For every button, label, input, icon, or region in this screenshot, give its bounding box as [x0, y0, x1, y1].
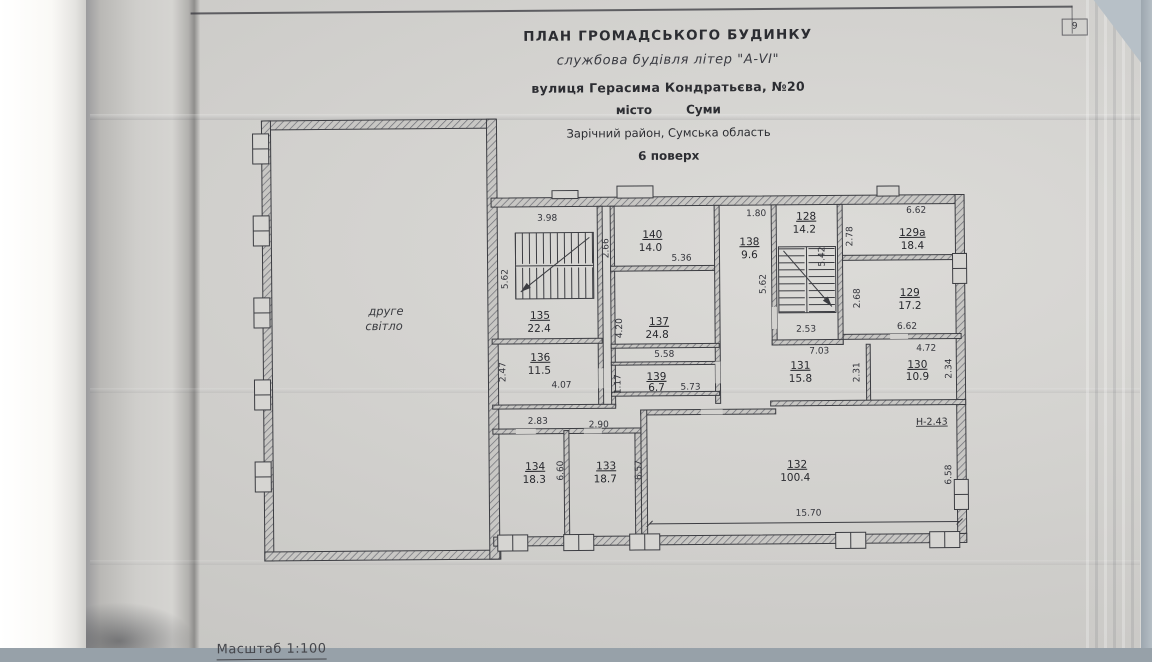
paper-fold-crease: [90, 560, 1140, 565]
room-labels: 135 22.4 140 14.0 138 9.6 128 14.2 129а …: [523, 211, 930, 486]
dimension-label: 6.62: [906, 206, 926, 216]
dimension-label: 6.57: [634, 460, 644, 480]
dimension-label: 4.72: [916, 344, 936, 354]
dimension-label: 2.90: [589, 420, 609, 430]
dimension-label: 1.80: [746, 209, 766, 219]
dimension-label: 5.36: [671, 254, 691, 264]
dimension-label: 5.42: [817, 247, 827, 267]
dimension-label: 6.62: [897, 322, 917, 332]
room-area: 100.4: [780, 472, 810, 484]
room-area: 10.9: [906, 371, 929, 383]
paper-right-creases: [1086, 0, 1144, 648]
dimension-label: 5.73: [680, 383, 700, 393]
dimension-labels: 3.98 2.66 5.36 1.80 6.62 2.78 5.62 5.62 …: [498, 206, 954, 519]
room-number: 131: [790, 360, 810, 372]
interior-walls: [491, 203, 967, 538]
annotations: друге світло Н-2.43: [365, 304, 948, 428]
staircase-room-135: [514, 231, 595, 300]
door-openings: [515, 306, 909, 434]
dimension-label: 1.17: [613, 374, 623, 394]
dimension-label: 7.03: [809, 347, 829, 357]
dimension-label: 3.98: [537, 214, 557, 224]
dimension-label: 5.62: [501, 269, 511, 289]
dimension-label: 2.34: [944, 358, 954, 378]
dimension-label: 2.66: [601, 238, 611, 258]
room-area: 14.0: [639, 242, 662, 254]
table-surface: [0, 0, 86, 648]
room-number: 128: [796, 211, 816, 223]
dimension-line: [646, 518, 963, 528]
paper-fold-crease: [90, 114, 1140, 120]
room-number: 133: [596, 460, 616, 472]
void-label-line2: світло: [365, 319, 402, 333]
room-number: 129а: [899, 227, 926, 239]
dimension-label: 6.60: [556, 460, 566, 480]
room-area: 17.2: [898, 300, 921, 312]
room-number: 138: [739, 236, 759, 248]
room-area: 14.2: [793, 224, 816, 236]
dimension-label: 2.31: [852, 362, 862, 382]
dimension-label: 2.83: [528, 417, 548, 427]
dimension-label: 15.70: [796, 509, 822, 519]
scale-note: Масштаб 1:100: [216, 641, 327, 661]
room-area: 6.7: [648, 382, 665, 394]
dimension-label: 6.58: [944, 464, 954, 484]
background-right-edge: [1141, 0, 1152, 648]
room-area: 15.8: [789, 373, 812, 385]
dimension-label: 4.20: [615, 318, 625, 338]
room-area: 18.3: [523, 474, 546, 486]
dimension-label: 5.58: [654, 350, 674, 360]
room-area: 18.4: [901, 240, 925, 252]
room-number: 137: [649, 316, 669, 328]
void-label-line1: друге: [367, 304, 403, 318]
dimension-label: 2.68: [853, 288, 863, 308]
dimension-label: 5.62: [759, 274, 769, 294]
dimension-label: 2.78: [845, 226, 855, 246]
height-mark: Н-2.43: [916, 417, 948, 428]
paper-corner-shadow: [86, 602, 196, 648]
paper-left-edge-shadow: [84, 0, 200, 648]
room-number: 132: [787, 459, 807, 471]
dimension-label: 4.07: [551, 381, 571, 391]
room-number: 136: [530, 352, 550, 364]
dimension-label: 2.47: [498, 362, 508, 382]
room-number: 130: [907, 359, 927, 371]
dimension-label: 2.53: [796, 325, 816, 335]
room-number: 139: [646, 371, 666, 383]
room-area: 18.7: [594, 473, 617, 485]
room-area: 9.6: [741, 249, 758, 261]
staircase-room-128: [777, 245, 837, 314]
room-number: 129: [900, 287, 920, 299]
outer-walls: [260, 118, 968, 562]
room-area: 24.8: [645, 329, 668, 341]
room-number: 134: [525, 461, 545, 473]
windows: [252, 133, 970, 552]
room-area: 22.4: [527, 323, 551, 335]
room-number: 135: [530, 310, 550, 322]
room-area: 11.5: [528, 365, 551, 377]
room-number: 140: [642, 229, 662, 241]
